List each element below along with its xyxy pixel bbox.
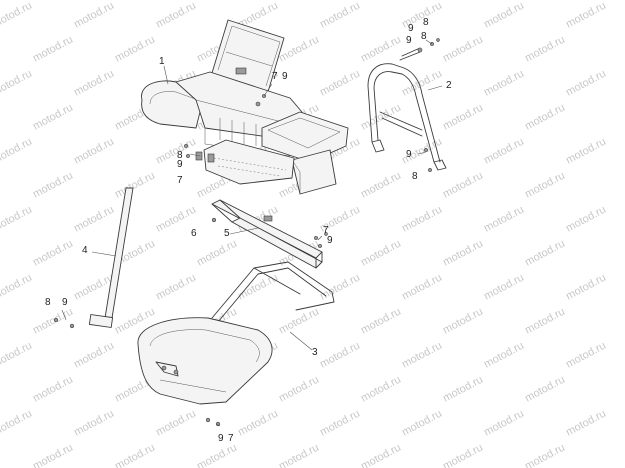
bottom-tray <box>137 317 273 405</box>
lower-tray <box>203 139 295 185</box>
callout-3: 3 <box>312 347 318 358</box>
callout-8: 8 <box>412 171 418 182</box>
callout-7: 7 <box>177 175 183 186</box>
callout-4: 4 <box>82 245 88 256</box>
part-1-upper-body <box>141 19 349 195</box>
callout-8: 8 <box>423 17 429 28</box>
right-box-lower <box>291 149 337 195</box>
callout-9: 9 <box>62 297 68 308</box>
callout-7: 7 <box>323 225 329 236</box>
callout-2: 2 <box>446 80 452 91</box>
callout-8: 8 <box>45 297 51 308</box>
part-2-loop-bracket <box>367 38 447 172</box>
callout-9: 9 <box>408 23 414 34</box>
callout-7: 7 <box>228 433 234 444</box>
callout-5: 5 <box>224 228 230 239</box>
callout-9: 9 <box>282 71 288 82</box>
callout-7: 7 <box>272 71 278 82</box>
callout-9: 9 <box>218 433 224 444</box>
callout-9: 9 <box>177 159 183 170</box>
callout-6: 6 <box>191 228 197 239</box>
right-storage-box <box>261 111 349 163</box>
leader-lines <box>61 39 443 427</box>
callout-8: 8 <box>177 150 183 161</box>
callout-9: 9 <box>406 149 412 160</box>
callout-1: 1 <box>159 56 165 67</box>
part-3-lower-frame <box>137 261 335 427</box>
part-4-rod <box>53 187 134 329</box>
bolt-6 <box>211 217 217 223</box>
part-5-cross-beam <box>211 199 328 269</box>
callout-9: 9 <box>327 235 333 246</box>
latch <box>235 67 247 75</box>
callout-9: 9 <box>406 35 412 46</box>
callout-8: 8 <box>421 31 427 42</box>
loop-outer <box>367 63 441 163</box>
